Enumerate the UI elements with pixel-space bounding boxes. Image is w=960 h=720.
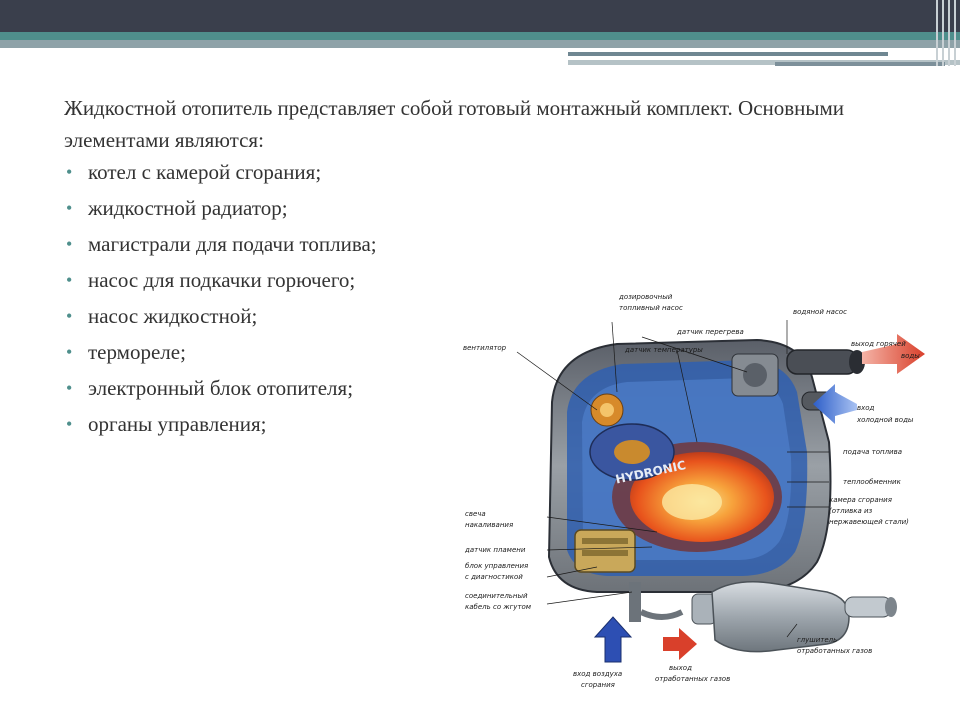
list-item: •магистрали для подачи топлива; (66, 232, 377, 256)
label-glow-plug: накаливания (465, 521, 513, 529)
air-intake-arrow (593, 616, 633, 663)
label-dosing-pump: топливный насос (619, 304, 683, 312)
header-stripes (932, 0, 960, 66)
label-fan: вентилятор (463, 344, 507, 352)
bullet-icon: • (66, 270, 73, 290)
list-item: •электронный блок отопителя; (66, 376, 354, 400)
label-combustion-chamber: нержавеющей стали) (829, 518, 909, 526)
header-band-dark (0, 0, 960, 32)
dosing-pump (731, 353, 779, 397)
header-accent-line (775, 62, 945, 66)
label-exhaust-outlet: отработанных газов (655, 675, 730, 683)
label-cold-water: вход (857, 404, 875, 412)
list-item: •насос для подкачки горючего; (66, 268, 356, 292)
diagram-labels: дозировочный топливный насос водяной нас… (463, 293, 920, 689)
list-item: •насос жидкостной; (66, 304, 258, 328)
bullet-icon: • (66, 306, 73, 326)
bullet-icon: • (66, 162, 73, 182)
component-list: •котел с камерой сгорания; •жидкостной р… (64, 160, 884, 436)
header-band-teal (0, 32, 960, 40)
header-band-slate (0, 40, 960, 48)
list-item: •термореле; (66, 340, 186, 364)
label-control-unit: блок управления (465, 562, 528, 570)
muffler (691, 581, 897, 653)
label-heat-exchanger: теплообменник (843, 478, 902, 486)
exhaust-outlet-arrow (663, 628, 697, 660)
label-connecting-cable: кабель со жгутом (465, 603, 532, 611)
bullet-icon: • (66, 198, 73, 218)
header-accent-line (568, 52, 888, 56)
bullet-icon: • (66, 342, 73, 362)
label-combustion-chamber: камера сгорания (829, 496, 892, 504)
list-item: •котел с камерой сгорания; (66, 160, 322, 184)
header-accent-line (568, 60, 960, 65)
label-connecting-cable: соединительный (465, 592, 528, 600)
hot-water-arrow (862, 334, 925, 374)
label-air-intake: сгорания (581, 681, 615, 689)
label-temp-sensor: датчик температуры (624, 346, 703, 354)
label-muffler: глушитель (797, 636, 837, 644)
cold-water-arrow (813, 384, 857, 424)
label-hot-water: выход горячей (851, 340, 906, 348)
heater-cutaway-diagram: HYDRONIC (457, 292, 937, 693)
label-dosing-pump: дозировочный (618, 293, 673, 301)
leader-lines (516, 320, 829, 638)
label-air-intake: вход воздуха (573, 670, 622, 678)
label-flame-sensor: датчик пламени (464, 546, 526, 554)
intro-paragraph: Жидкостной отопитель представляет собой … (64, 96, 845, 152)
list-item: •органы управления; (66, 412, 267, 436)
label-exhaust-outlet: выход (669, 664, 692, 672)
label-glow-plug: свеча (465, 510, 486, 518)
label-muffler: отработанных газов (797, 647, 872, 655)
bullet-icon: • (66, 414, 73, 434)
bullet-icon: • (66, 378, 73, 398)
list-item: •жидкостной радиатор; (66, 196, 288, 220)
label-control-unit: с диагностикой (465, 573, 523, 581)
label-water-pump: водяной насос (793, 308, 847, 316)
label-cold-water: холодной воды (856, 416, 914, 424)
label-fuel-supply: подача топлива (843, 448, 902, 456)
fan-assembly (589, 393, 675, 481)
label-hot-water: воды (901, 352, 920, 360)
label-overheat-sensor: датчик перегрева (676, 328, 744, 336)
bullet-icon: • (66, 234, 73, 254)
control-unit (574, 529, 636, 573)
slide-content: Жидкостной отопитель представляет собой … (64, 92, 884, 448)
label-combustion-chamber: (отливка из (829, 507, 873, 515)
